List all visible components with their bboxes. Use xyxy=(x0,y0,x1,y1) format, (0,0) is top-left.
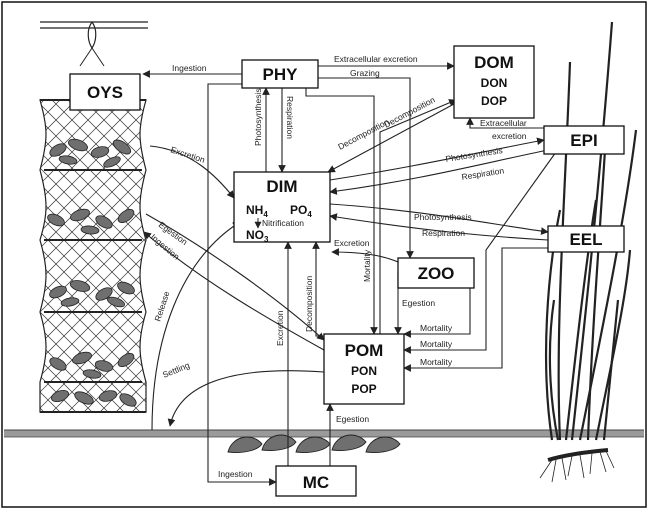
phy-label: PHY xyxy=(263,65,299,84)
flow-settling-pom-sediment xyxy=(170,371,324,426)
benthic-mussels-illustration xyxy=(228,435,400,452)
label-excretion-zoo: Excretion xyxy=(334,238,370,248)
dom-label: DOM xyxy=(474,53,514,72)
label-extracellular-epi-1: Extracellular xyxy=(480,118,527,128)
zoo-box: ZOO xyxy=(398,258,474,288)
label-egestion-zoo: Egestion xyxy=(402,298,435,308)
dim-nitrification-label: Nitrification xyxy=(262,218,304,228)
label-excretion-oys: Excretion xyxy=(169,144,206,165)
eel-label: EEL xyxy=(569,230,602,249)
oys-label: OYS xyxy=(87,83,123,102)
label-ingestion-phy: Ingestion xyxy=(172,63,207,73)
dom-box: DOM DON DOP xyxy=(454,46,534,118)
oyster-net-cage-illustration xyxy=(40,100,146,412)
pom-label: POM xyxy=(345,341,384,360)
epi-label: EPI xyxy=(570,131,597,150)
oys-box: OYS xyxy=(70,74,140,110)
label-settling: Settling xyxy=(161,360,191,380)
dom-dop-label: DOP xyxy=(481,94,507,108)
label-decomposition-pom-dim: Decomposition xyxy=(304,276,314,332)
oyster-hanger-illustration xyxy=(40,22,148,66)
label-ingestion-mc: Ingestion xyxy=(218,469,253,479)
mc-box: MC xyxy=(276,466,356,496)
flow-grazing-phy-zoo xyxy=(318,78,410,258)
flow-respiration-epi-dim xyxy=(330,150,548,192)
mc-label: MC xyxy=(303,473,329,492)
flow-mortality-epi-pom xyxy=(404,152,556,350)
label-respiration-eel: Respiration xyxy=(422,228,465,238)
label-mortality-eel: Mortality xyxy=(420,357,453,367)
pom-pon-label: PON xyxy=(351,364,377,378)
label-photosynthesis-eel: Photosynthesis xyxy=(414,212,472,222)
dom-don-label: DON xyxy=(481,76,508,90)
zoo-label: ZOO xyxy=(418,264,455,283)
dim-box: DIM NH4 PO4 Nitrification NO3 xyxy=(234,172,330,244)
eel-box: EEL xyxy=(548,226,624,252)
pom-box: POM PON POP xyxy=(324,334,404,404)
sediment-surface-illustration xyxy=(4,430,644,437)
eelgrass-roots-illustration xyxy=(540,450,614,482)
phy-box: PHY xyxy=(242,60,318,88)
label-extracellular-excretion-phy: Extracellular excretion xyxy=(334,54,418,64)
label-photosynthesis-phy: Photosynthesis xyxy=(253,88,263,146)
label-mortality-epi: Mortality xyxy=(420,339,453,349)
pom-pop-label: POP xyxy=(351,382,376,396)
label-egestion-mc: Egestion xyxy=(336,414,369,424)
label-extracellular-epi-2: excretion xyxy=(492,131,527,141)
flow-decomposition-pom-dim xyxy=(316,242,324,336)
label-respiration-phy: Respiration xyxy=(285,96,295,139)
label-grazing: Grazing xyxy=(350,68,380,78)
dim-label: DIM xyxy=(266,177,297,196)
epi-box: EPI xyxy=(544,126,624,154)
label-mortality-zoo: Mortality xyxy=(420,323,453,333)
label-excretion-mc: Excretion xyxy=(275,310,285,346)
